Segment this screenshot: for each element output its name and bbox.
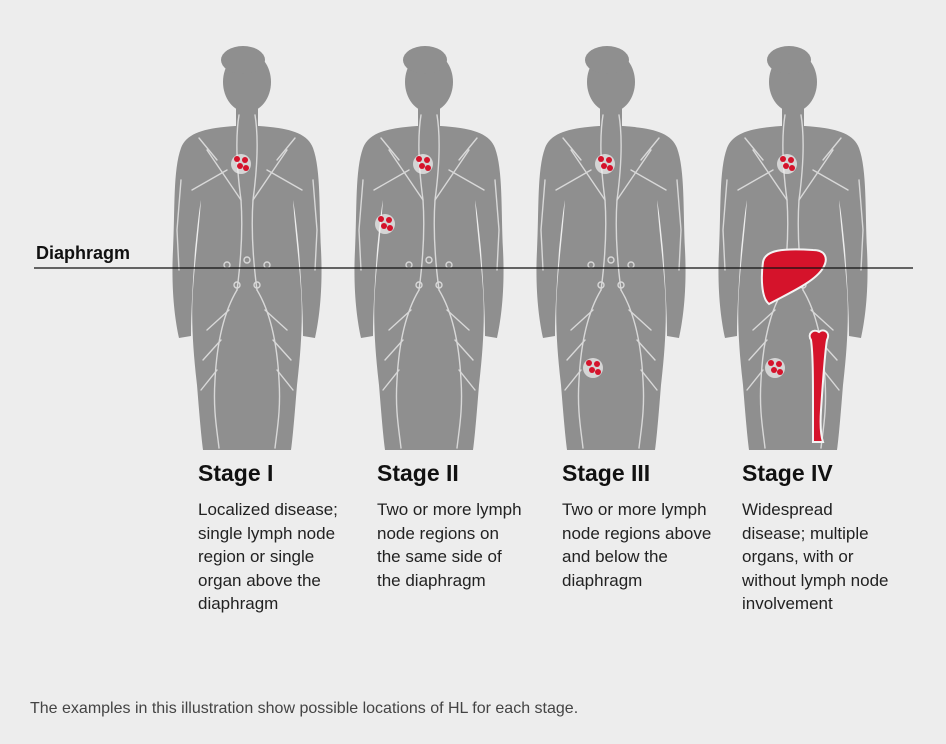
human-body-figure-3	[536, 46, 685, 450]
stage-3-title: Stage III	[562, 460, 650, 487]
stage-4-description: Widespread disease; multiple organs, wit…	[742, 498, 892, 616]
stage-1-title: Stage I	[198, 460, 273, 487]
body-silhouette	[354, 46, 503, 450]
lymph-node-cluster-icon	[413, 154, 433, 174]
diaphragm-label: Diaphragm	[36, 243, 130, 264]
stage-2-title: Stage II	[377, 460, 459, 487]
stage-4-title: Stage IV	[742, 460, 833, 487]
stage-1-description: Localized disease; single lymph node reg…	[198, 498, 348, 616]
lymph-node-cluster-icon	[231, 154, 251, 174]
body-silhouette	[718, 46, 867, 450]
lymph-node-cluster-icon	[765, 358, 785, 378]
body-silhouette	[536, 46, 685, 450]
caption: The examples in this illustration show p…	[30, 700, 578, 718]
lymph-node-cluster-icon	[777, 154, 797, 174]
human-body-figure-1	[172, 46, 321, 450]
human-body-figure-4	[718, 46, 867, 450]
lymph-node-cluster-icon	[595, 154, 615, 174]
stage-2-description: Two or more lymph node regions on the sa…	[377, 498, 527, 592]
human-body-figure-2	[354, 46, 503, 450]
stage-3-description: Two or more lymph node regions above and…	[562, 498, 712, 592]
lymph-node-cluster-icon	[583, 358, 603, 378]
body-silhouette	[172, 46, 321, 450]
lymph-node-cluster-icon	[375, 214, 395, 234]
